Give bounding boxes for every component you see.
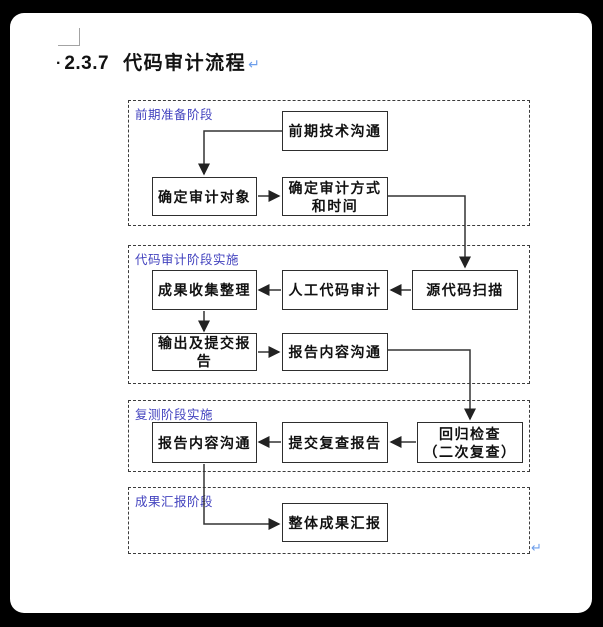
node-label: 成果收集整理 <box>158 282 251 298</box>
section-label-code-audit: 代码审计阶段实施 <box>135 253 240 267</box>
node-manual-code-audit: 人工代码审计 <box>282 270 388 310</box>
node-output-submit-report: 输出及提交报 告 <box>152 333 257 371</box>
node-define-audit-target: 确定审计对象 <box>152 177 257 216</box>
node-label: 人工代码审计 <box>288 282 382 298</box>
node-overall-results-report: 整体成果汇报 <box>282 503 388 542</box>
node-results-collection: 成果收集整理 <box>152 270 257 310</box>
node-label: 整体成果汇报 <box>288 514 382 531</box>
node-label: 确定审计对象 <box>158 188 251 205</box>
text-boundary-corner-vertical <box>79 28 80 46</box>
node-label: 确定审计方式 和时间 <box>288 179 382 214</box>
document-page: · 2.3.7 代码审计流程 ↵ 前期准备阶段 代码审计阶段实施 复测阶段实施 … <box>10 13 592 613</box>
paragraph-mark-icon: ↵ <box>248 56 260 72</box>
section-label-reporting: 成果汇报阶段 <box>135 495 214 509</box>
section-reporting-phase: 成果汇报阶段 <box>128 487 530 554</box>
section-retest-phase: 复测阶段实施 <box>128 400 530 472</box>
page-title: 代码审计流程 <box>123 53 247 74</box>
node-define-audit-method-time: 确定审计方式 和时间 <box>282 177 388 216</box>
paragraph-mark-icon: ↵ <box>531 540 542 555</box>
section-label-preparation: 前期准备阶段 <box>135 108 214 122</box>
node-label: 报告内容沟通 <box>158 434 251 451</box>
section-heading: · 2.3.7 代码审计流程 ↵ <box>56 51 260 77</box>
node-pre-tech-communication: 前期技术沟通 <box>282 111 388 151</box>
node-report-communication: 报告内容沟通 <box>282 333 388 371</box>
node-label: 源代码扫描 <box>426 282 504 298</box>
node-label: 报告内容沟通 <box>288 344 382 360</box>
node-source-code-scan: 源代码扫描 <box>412 270 518 310</box>
heading-bullet: · <box>56 55 62 72</box>
node-submit-review-report: 提交复查报告 <box>282 422 388 463</box>
node-regression-check: 回归检查 （二次复查） <box>417 422 523 463</box>
heading-number: 2.3.7 <box>64 53 110 74</box>
section-code-audit-phase: 代码审计阶段实施 <box>128 245 530 384</box>
section-preparation-phase: 前期准备阶段 <box>128 100 530 226</box>
node-report-communication-retest: 报告内容沟通 <box>152 422 257 463</box>
node-label: 提交复查报告 <box>288 434 382 451</box>
node-label: 回归检查 （二次复查） <box>423 425 517 460</box>
text-boundary-corner-horizontal <box>58 45 80 46</box>
node-label: 输出及提交报 告 <box>158 335 251 369</box>
node-label: 前期技术沟通 <box>288 123 382 139</box>
section-label-retest: 复测阶段实施 <box>135 408 214 422</box>
